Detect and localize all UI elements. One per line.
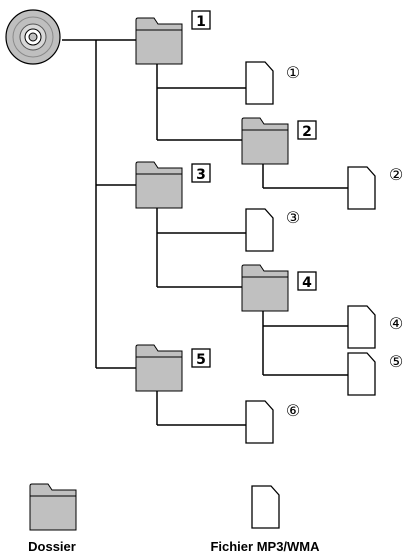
file-icon [245, 61, 274, 105]
folder-number-label: 4 [302, 275, 312, 291]
file-icon [347, 352, 376, 396]
file-icon [347, 305, 376, 349]
folder-number-box [191, 10, 211, 30]
legend-file-label: Fichier MP3/WMA [210, 539, 320, 554]
folder-icon [135, 17, 183, 65]
file-icon [245, 400, 274, 444]
folder-number-box [297, 120, 317, 140]
folder-icon [241, 117, 289, 165]
folder-icon [135, 344, 183, 392]
file-number-label: ⑤ [389, 352, 403, 371]
folder-number-box [191, 348, 211, 368]
legend-file-icon [251, 485, 280, 529]
file-icon [245, 208, 274, 252]
folder-number-label: 1 [196, 14, 206, 30]
folder-icon [135, 161, 183, 209]
cd-disc-icon [5, 9, 61, 65]
folder-number-label: 2 [302, 124, 312, 140]
tree-connectors [62, 39, 348, 426]
legend-folder-label: Dossier [28, 539, 76, 554]
file-number-label: ④ [389, 314, 403, 333]
file-number-label: ② [389, 165, 403, 184]
legend-folder-icon [29, 483, 77, 531]
file-icon [347, 166, 376, 210]
file-number-label: ⑥ [286, 401, 300, 420]
folder-number-box [297, 271, 317, 291]
folder-number-label: 5 [196, 352, 206, 368]
folder-icon [241, 264, 289, 312]
folder-number-box [191, 163, 211, 183]
file-number-label: ③ [286, 208, 300, 227]
file-number-label: ① [286, 63, 300, 82]
folder-number-label: 3 [196, 167, 206, 183]
